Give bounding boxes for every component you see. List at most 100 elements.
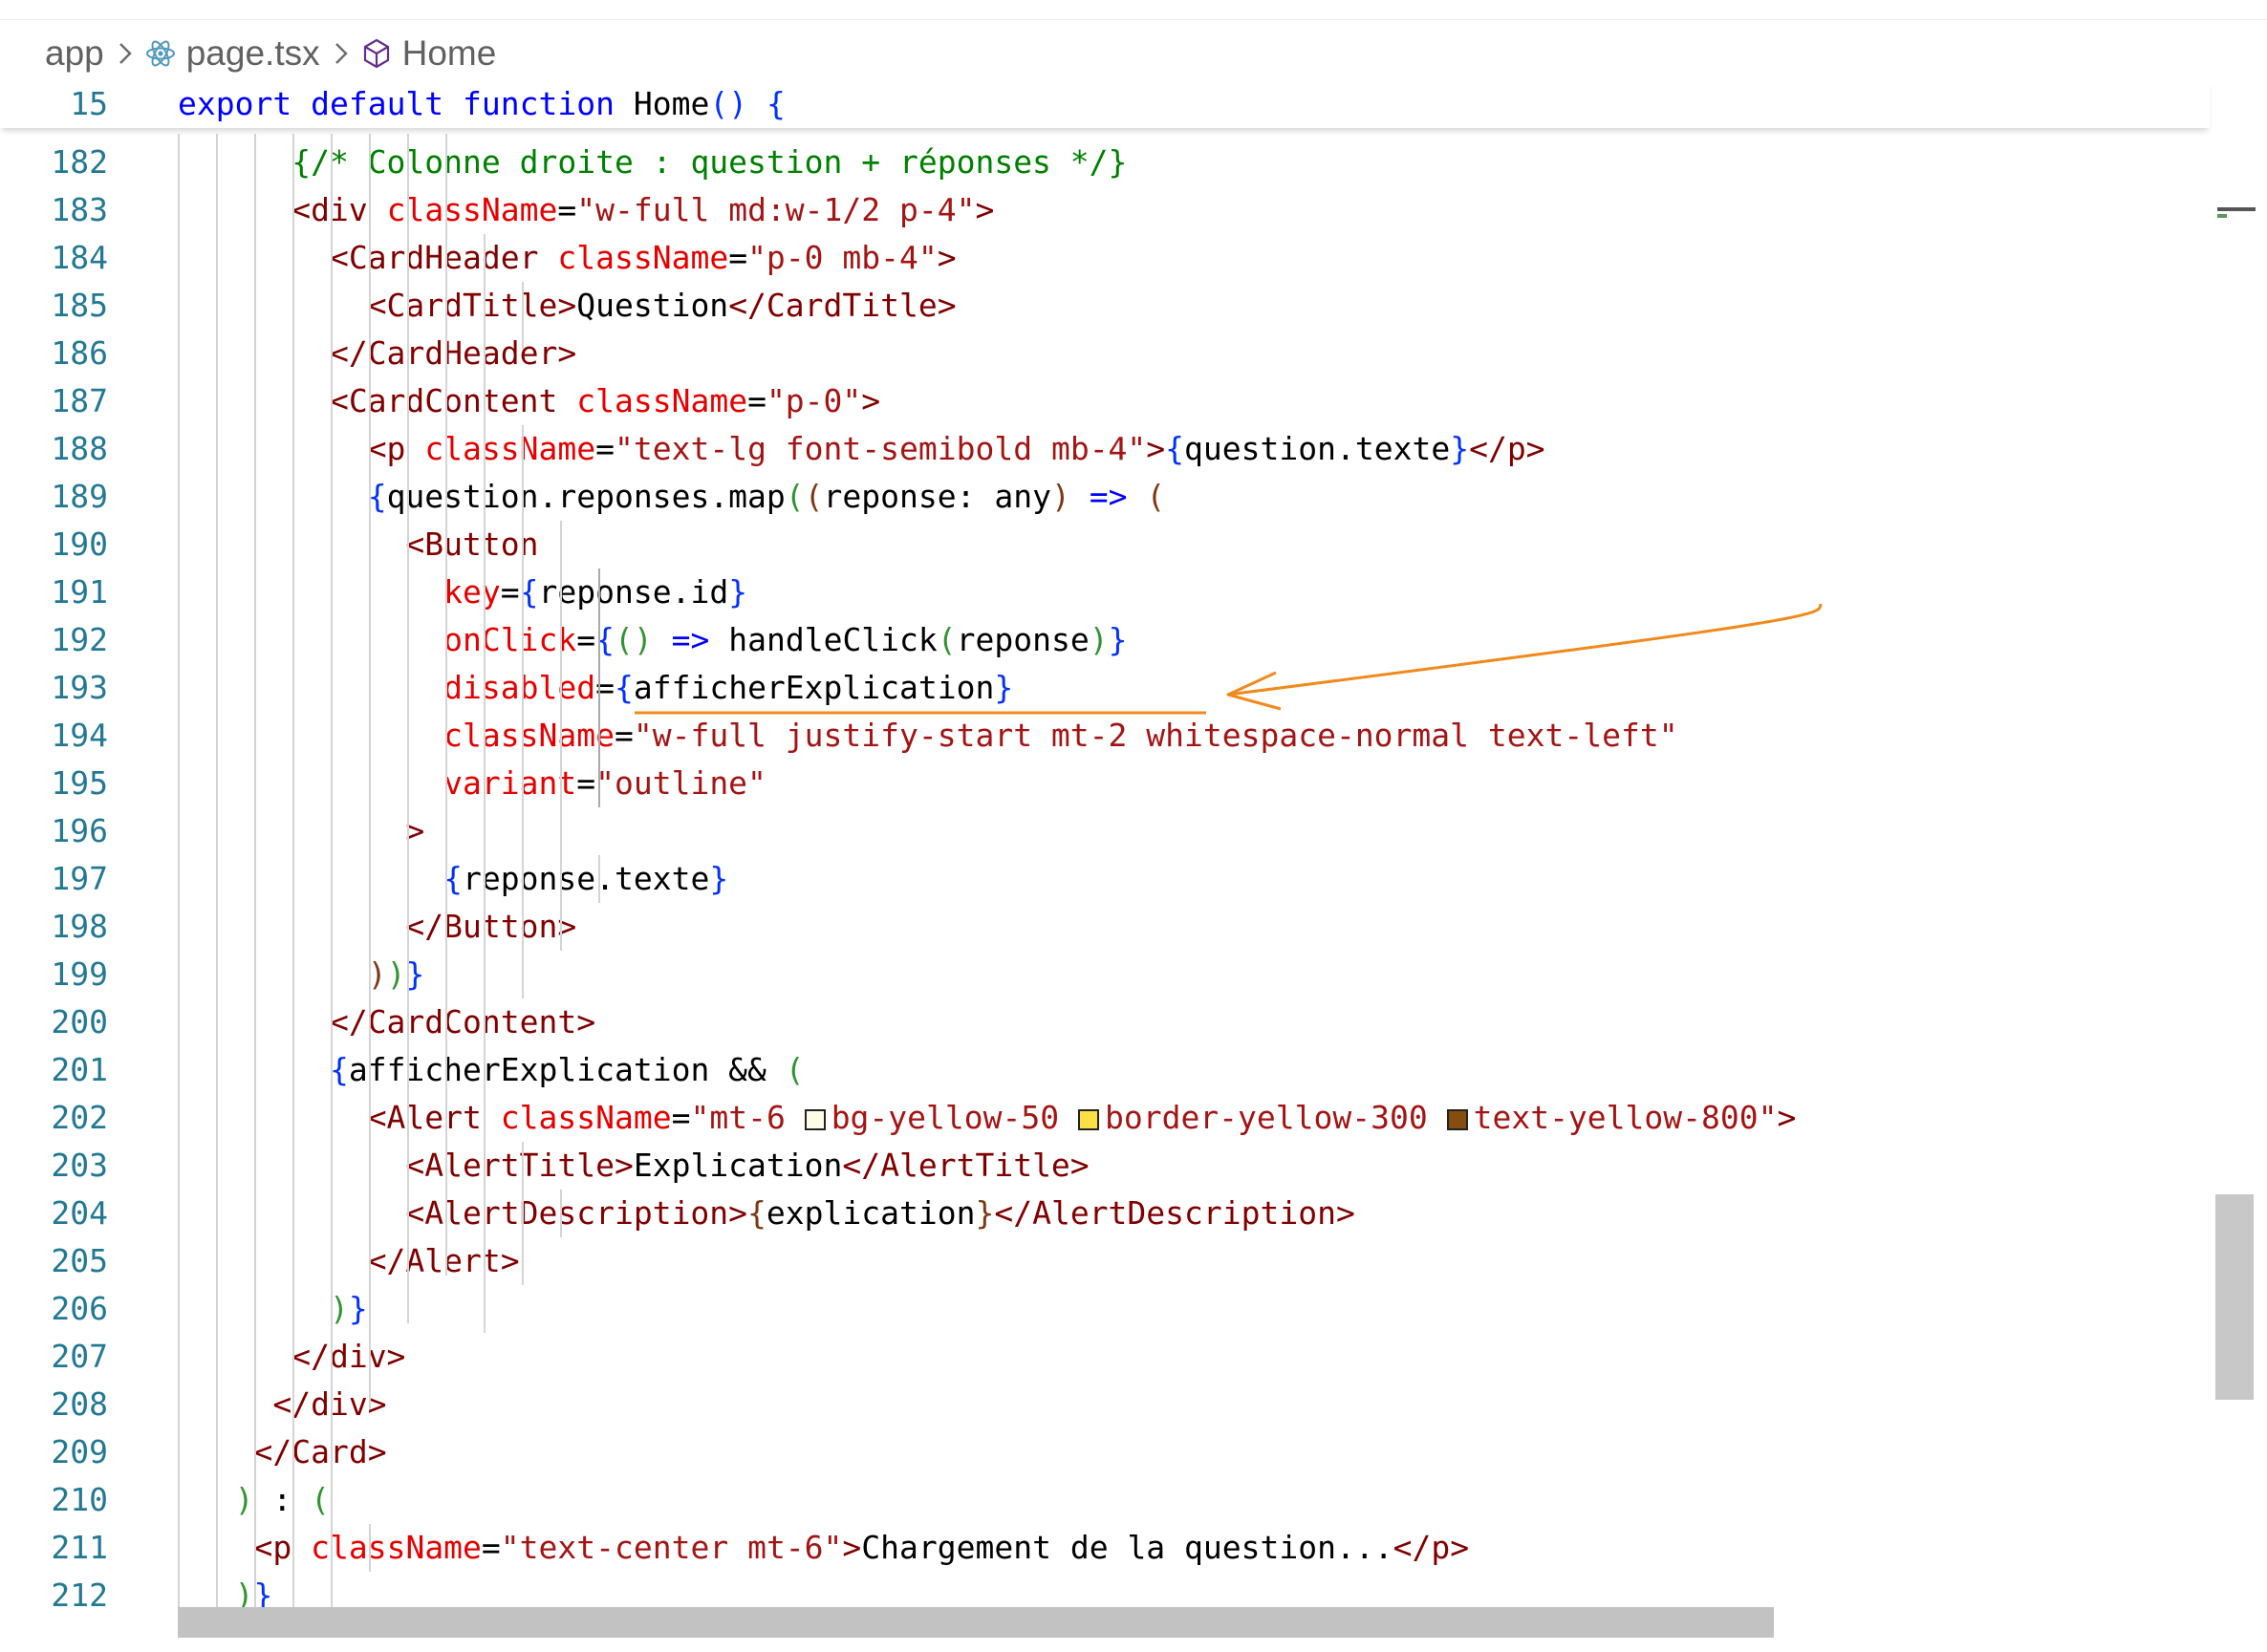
code-line: export default function Home() {	[178, 80, 786, 128]
line-number: 205	[51, 1242, 108, 1279]
brace: }	[405, 955, 425, 993]
code-row: 197 {reponse.texte}	[0, 855, 2210, 903]
line-number: 196	[51, 812, 108, 849]
code-line: {reponse.texte}	[178, 855, 728, 903]
code-line: </Card>	[178, 1428, 386, 1476]
color-swatch-icon[interactable]	[1446, 1109, 1468, 1130]
indent-guide	[560, 1190, 562, 1237]
string: "p-0"	[766, 382, 862, 419]
tag: <Button	[405, 526, 539, 563]
paren: (	[785, 1051, 805, 1088]
paren: )	[728, 85, 748, 122]
keyword: export	[178, 85, 292, 122]
equals: =	[576, 764, 596, 802]
string: "mt-6	[690, 1099, 805, 1136]
tag: >	[937, 239, 957, 276]
line-number: 182	[51, 143, 108, 181]
horizontal-scrollbar[interactable]	[178, 1607, 1774, 1638]
code-line: <CardTitle>Question</CardTitle>	[178, 282, 957, 330]
brace: }	[728, 573, 748, 611]
chevron-right-icon	[334, 41, 349, 66]
argument: reponse	[956, 621, 1090, 658]
attribute: className	[424, 430, 596, 467]
code-line: </CardContent>	[178, 998, 595, 1046]
attribute: className	[500, 1099, 672, 1136]
tag: <Alert	[367, 1099, 482, 1136]
tag: <CardHeader	[329, 239, 539, 276]
tag: <div	[291, 191, 368, 228]
color-swatch-icon[interactable]	[1077, 1109, 1099, 1130]
code-line: {/* Colonne droite : question + réponses…	[178, 139, 1127, 186]
line-number: 197	[51, 860, 108, 897]
paren: )	[1089, 621, 1109, 658]
text: Chargement de la question...	[861, 1529, 1393, 1566]
tag: >	[1146, 430, 1166, 467]
code-line: <p className="text-center mt-6">Chargeme…	[178, 1524, 1469, 1572]
text: Explication	[633, 1147, 843, 1184]
paren: (	[785, 478, 805, 515]
breadcrumb-file[interactable]: page.tsx	[185, 33, 320, 73]
line-number: 194	[51, 717, 108, 754]
indent-guide	[560, 521, 562, 951]
line-number: 212	[51, 1577, 108, 1614]
string: border-yellow-300	[1104, 1099, 1447, 1136]
sticky-scroll-line[interactable]: 15 export default function Home() {	[0, 80, 2210, 128]
code-row: 204 <AlertDescription>{explication}</Ale…	[0, 1190, 2210, 1237]
equals: =	[595, 669, 615, 706]
line-number: 204	[51, 1194, 108, 1232]
line-number: 203	[51, 1147, 108, 1184]
code-row: 200 </CardContent>	[0, 998, 2210, 1046]
code-row: 202 <Alert className="mt-6 bg-yellow-50 …	[0, 1094, 2210, 1142]
overview-ruler-change-mark	[2217, 214, 2227, 218]
code-row: 185 <CardTitle>Question</CardTitle>	[0, 282, 2210, 330]
line-number: 192	[51, 621, 108, 658]
code-row: 192 onClick={() => handleClick(reponse)}	[0, 616, 2210, 664]
annotation-arrow-shaft	[1227, 603, 1823, 697]
brace: {	[614, 669, 634, 706]
code-line: <div className="w-full md:w-1/2 p-4">	[178, 186, 994, 234]
indent-guide	[522, 425, 524, 998]
indent-guide	[292, 134, 294, 1607]
paren: )	[386, 955, 406, 993]
tag: </Button>	[405, 908, 577, 945]
tag: </p>	[1469, 430, 1545, 467]
paren: )	[234, 1481, 254, 1518]
code-row: 212 )}	[0, 1572, 2210, 1620]
equals: =	[595, 430, 615, 467]
function-name: Home	[633, 85, 710, 122]
cube-icon	[360, 37, 393, 70]
breadcrumb-folder[interactable]: app	[45, 33, 104, 73]
brace: }	[348, 1290, 368, 1327]
color-swatch-icon[interactable]	[804, 1109, 826, 1130]
code-row: 206 )}	[0, 1285, 2210, 1333]
tag: <AlertDescription>	[405, 1194, 748, 1232]
paren: )	[367, 955, 387, 993]
code-line: key={reponse.id}	[178, 569, 747, 616]
breadcrumb-symbol[interactable]: Home	[401, 33, 497, 73]
paren: (	[311, 1481, 330, 1518]
string: "w-full justify-start mt-2 whitespace-no…	[633, 717, 1678, 754]
line-number: 184	[51, 239, 108, 276]
code-line: ) : (	[178, 1476, 330, 1524]
vertical-scrollbar[interactable]	[2215, 1194, 2254, 1400]
brace: {	[329, 1051, 349, 1088]
tag: <CardTitle>	[367, 287, 577, 324]
equals: =	[614, 717, 634, 754]
indent-guide	[216, 134, 218, 1607]
top-divider	[0, 19, 2267, 20]
tag: >	[1777, 1099, 1797, 1136]
code-row: 203 <AlertTitle>Explication</AlertTitle>	[0, 1142, 2210, 1190]
code-line: ))}	[178, 951, 425, 998]
paren: (	[709, 85, 729, 122]
string: text-yellow-800"	[1473, 1099, 1778, 1136]
code-row: 196 >	[0, 807, 2210, 855]
paren: )	[329, 1290, 349, 1327]
string: "text-center mt-6"	[500, 1529, 843, 1566]
indent-guide	[369, 134, 371, 1409]
indent-guide	[598, 855, 600, 903]
tag: </div>	[272, 1385, 387, 1423]
chevron-right-icon	[118, 41, 133, 66]
equals: =	[576, 621, 596, 658]
brace: }	[975, 1194, 995, 1232]
